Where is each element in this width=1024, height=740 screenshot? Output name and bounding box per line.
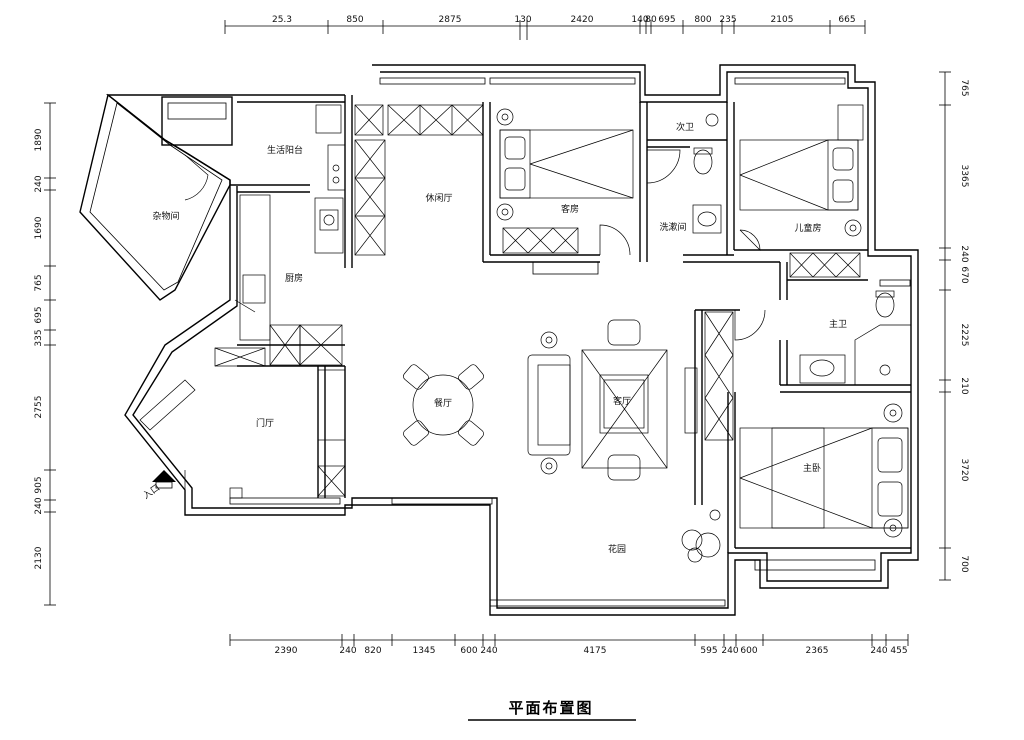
dim-top: 850 xyxy=(346,15,363,25)
dim-right: 670 xyxy=(959,266,969,283)
walls xyxy=(79,64,919,616)
dim-left: 2755 xyxy=(34,396,44,419)
dim-top: 2875 xyxy=(439,15,462,25)
dim-bottom: 2390 xyxy=(275,646,298,656)
dim-bottom: 240 xyxy=(870,646,887,656)
doors xyxy=(184,149,766,499)
dim-bottom: 595 xyxy=(700,646,717,656)
label-master-bath: 主卫 xyxy=(829,318,847,330)
right-dimension-labels: 765 3365 240 670 2225 210 3720 700 xyxy=(959,79,969,572)
label-dining: 餐厅 xyxy=(434,397,452,409)
label-lounge: 休闲厅 xyxy=(425,192,452,204)
dim-bottom: 600 xyxy=(740,646,757,656)
dim-top: 2420 xyxy=(571,15,594,25)
windows xyxy=(229,77,911,607)
dim-right: 765 xyxy=(959,79,969,96)
label-entrance: 入口 xyxy=(141,482,162,501)
label-wash-room: 洗漱间 xyxy=(659,221,686,233)
dim-bottom: 240 xyxy=(480,646,497,656)
dim-bottom: 240 xyxy=(339,646,356,656)
drawing-title: 平面布置图 xyxy=(508,699,593,717)
dim-left: 1690 xyxy=(34,216,44,239)
beds xyxy=(499,129,909,529)
room-labels: 生活阳台 杂物间 厨房 休闲厅 客房 次卫 洗漱间 儿童房 主卫 餐厅 客厅 门… xyxy=(141,121,847,555)
nightstands xyxy=(496,108,903,538)
dim-right: 3365 xyxy=(959,165,969,188)
bottom-dimension-labels: 2390 240 820 1345 600 240 4175 595 240 6… xyxy=(275,646,908,656)
living-furniture xyxy=(527,319,698,481)
label-kitchen: 厨房 xyxy=(285,272,303,284)
dim-bottom: 600 xyxy=(460,646,477,656)
dim-left: 240 xyxy=(34,497,44,514)
label-laundry-balcony: 生活阳台 xyxy=(267,144,303,156)
plants xyxy=(681,529,721,563)
dim-top: 140 xyxy=(631,15,648,25)
dim-bottom: 820 xyxy=(364,646,381,656)
dim-right: 240 xyxy=(959,245,969,262)
label-kids-room: 儿童房 xyxy=(794,222,821,234)
label-storage: 杂物间 xyxy=(152,210,179,222)
dim-right: 2225 xyxy=(959,324,969,347)
top-dimension-labels: 25.3 850 2875 130 2420 140 80 695 800 23… xyxy=(272,15,856,25)
dimension-lines xyxy=(44,20,951,646)
dim-top: 665 xyxy=(838,15,855,25)
label-garden: 花园 xyxy=(608,543,626,555)
dim-right: 700 xyxy=(959,555,969,572)
dim-left: 2130 xyxy=(34,546,44,569)
label-foyer: 门厅 xyxy=(256,417,274,429)
dim-left: 335 xyxy=(34,329,44,346)
dim-right: 3720 xyxy=(959,459,969,482)
label-second-bath: 次卫 xyxy=(676,121,694,133)
label-guest-room: 客房 xyxy=(561,203,579,215)
cabinets xyxy=(139,104,864,497)
dim-top: 695 xyxy=(658,15,675,25)
dim-top: 25.3 xyxy=(272,15,292,25)
bath-fixtures xyxy=(692,113,912,386)
label-living: 客厅 xyxy=(613,395,631,407)
entrance-marker-icon xyxy=(152,470,176,489)
dim-top: 235 xyxy=(719,15,736,25)
dim-bottom: 455 xyxy=(890,646,907,656)
dim-left: 905 xyxy=(34,476,44,493)
dim-bottom: 1345 xyxy=(413,646,436,656)
dining-furniture xyxy=(403,364,484,446)
dim-left: 765 xyxy=(34,274,44,291)
dim-top: 800 xyxy=(694,15,711,25)
dim-top: 2105 xyxy=(771,15,794,25)
dim-bottom: 240 xyxy=(721,646,738,656)
dim-left: 240 xyxy=(34,175,44,192)
dim-top: 80 xyxy=(645,15,657,25)
dim-left: 1890 xyxy=(34,128,44,151)
dim-bottom: 2365 xyxy=(806,646,829,656)
left-dimension-labels: 1890 240 1690 765 695 335 2755 905 240 2… xyxy=(34,128,44,569)
label-master-bedroom: 主卧 xyxy=(803,462,821,474)
dim-top: 130 xyxy=(514,15,531,25)
dim-right: 210 xyxy=(959,377,969,394)
dim-left: 695 xyxy=(34,306,44,323)
dim-bottom: 4175 xyxy=(584,646,607,656)
